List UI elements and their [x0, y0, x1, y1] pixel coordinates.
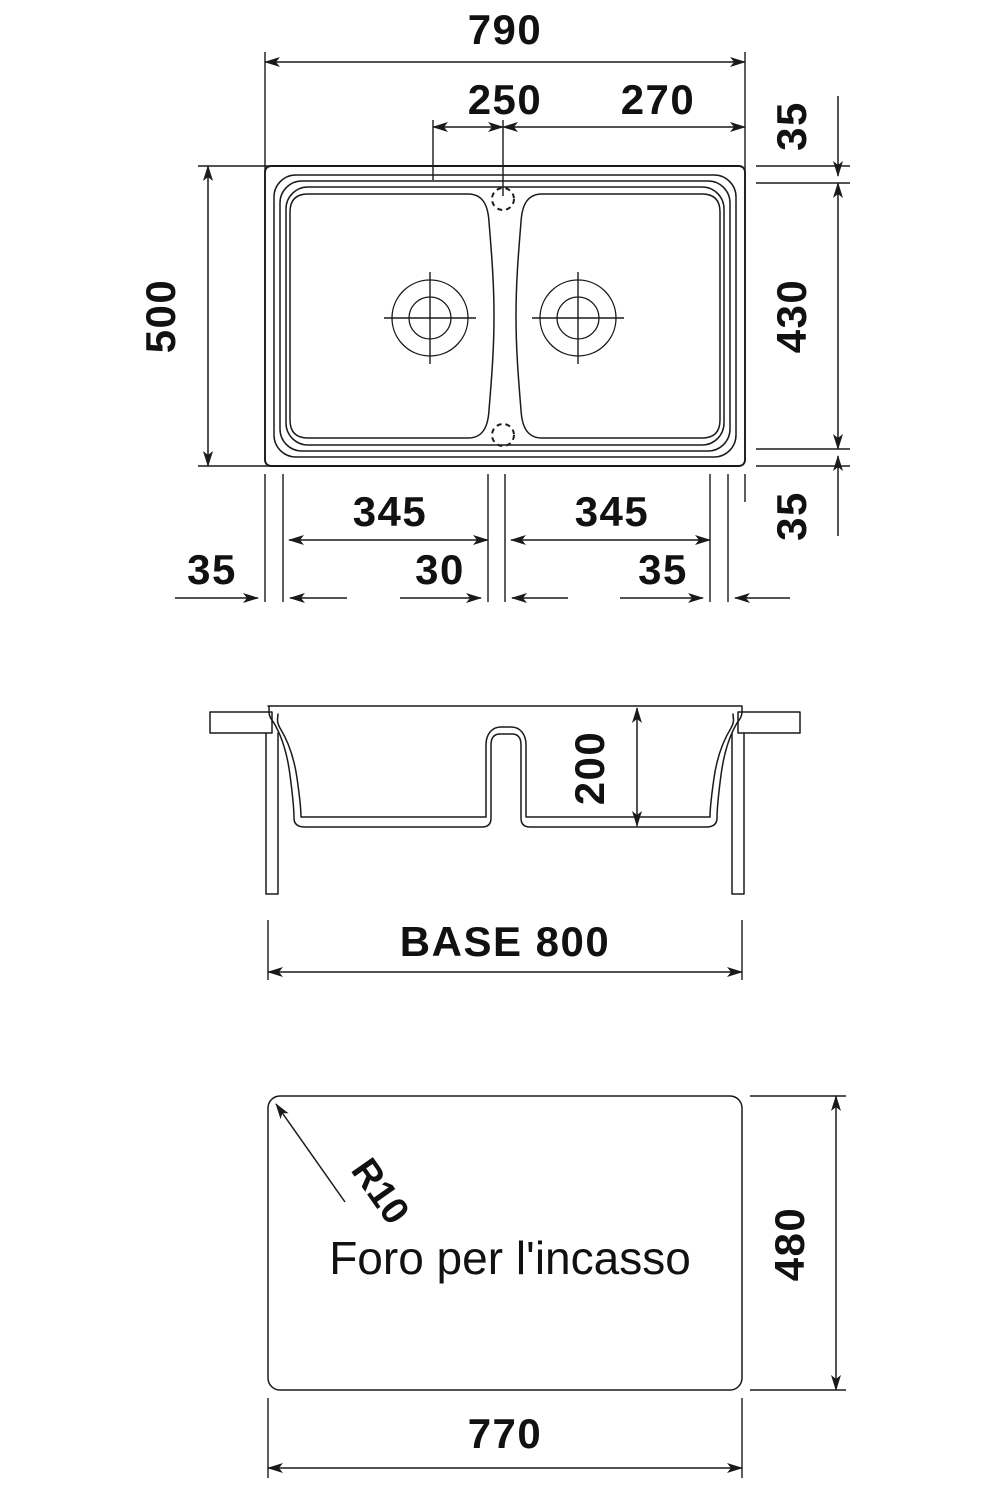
left-mounting-bracket — [209, 711, 279, 895]
dim-bowl-depth-200: 200 — [566, 707, 642, 827]
cutout-caption: Foro per l'incasso — [329, 1232, 691, 1284]
right-mounting-bracket — [731, 711, 801, 895]
dim-label-35-left: 35 — [187, 546, 237, 593]
dim-label-500: 500 — [137, 279, 184, 354]
dim-label-base-800: BASE 800 — [400, 918, 610, 965]
top-view-group: 790 250 270 500 35 430 35 — [137, 6, 850, 603]
dim-label-480: 480 — [766, 1207, 813, 1282]
dim-label-345-left: 345 — [353, 488, 428, 535]
top-view-extension-lines — [198, 52, 850, 602]
radius-leader-r10: R10 — [275, 1103, 417, 1232]
dim-label-270: 270 — [621, 76, 696, 123]
sink-outer-rim — [264, 165, 746, 467]
dim-right-chain: 35 430 35 — [768, 96, 843, 541]
dim-label-770: 770 — [468, 1410, 543, 1457]
dim-tap-offsets: 250 270 — [432, 76, 746, 132]
tap-hole-bottom-icon — [491, 423, 515, 447]
tap-hole-top-icon — [491, 187, 515, 211]
left-drain-hole — [384, 272, 476, 364]
tap-hole-markers — [491, 187, 515, 447]
dim-label-r10: R10 — [343, 1151, 417, 1232]
dim-cutout-height-480: 480 — [750, 1095, 846, 1391]
cutout-rectangle — [267, 1095, 743, 1391]
sink-body-outline — [264, 165, 746, 467]
cutout-view-group: R10 Foro per l'incasso 480 770 — [267, 1095, 846, 1478]
dim-label-250: 250 — [468, 76, 543, 123]
right-bowl-outline — [515, 193, 721, 439]
dim-label-30: 30 — [415, 546, 465, 593]
right-drain-hole — [532, 272, 624, 364]
dim-label-35-top-right: 35 — [768, 101, 815, 151]
sink-rim-inner-2 — [279, 180, 731, 452]
left-bowl-outline — [289, 193, 495, 439]
sink-rim-inner-1 — [273, 174, 737, 458]
dim-label-790: 790 — [468, 6, 543, 53]
dim-label-35-mid-right: 35 — [638, 546, 688, 593]
dim-bottom-small-chain: 35 30 35 — [175, 546, 790, 603]
dim-overall-width-790: 790 — [264, 6, 746, 67]
dim-base-800: BASE 800 — [267, 918, 743, 980]
dim-overall-depth-500: 500 — [137, 165, 213, 467]
dim-cutout-width-770: 770 — [267, 1398, 743, 1478]
dim-bowl-widths: 345 345 — [288, 488, 711, 545]
dim-label-345-right: 345 — [575, 488, 650, 535]
dim-label-430: 430 — [768, 279, 815, 354]
section-view-group: 200 BASE 800 — [209, 705, 801, 980]
dim-label-35-bottom-right: 35 — [768, 491, 815, 541]
dim-label-200: 200 — [566, 731, 613, 806]
sink-section-profile — [267, 705, 743, 828]
sink-rim-inner-3 — [285, 186, 725, 446]
